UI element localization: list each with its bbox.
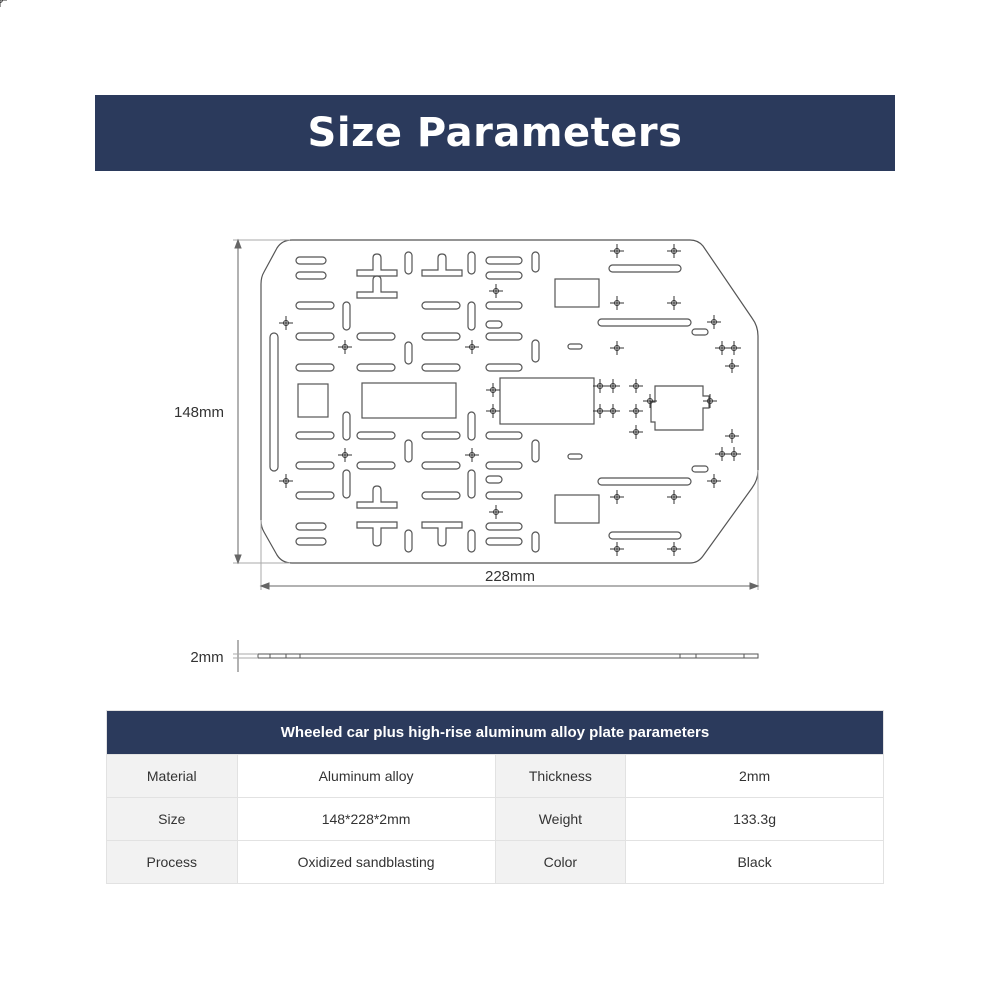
table-row: Size 148*228*2mm Weight 133.3g (106, 797, 884, 841)
row-value: 2mm (625, 754, 884, 798)
title-banner: Size Parameters (95, 95, 895, 171)
table-caption: Wheeled car plus high-rise aluminum allo… (106, 710, 884, 755)
parameters-table: Wheeled car plus high-rise aluminum allo… (106, 710, 884, 884)
height-dimension-label: 148mm (174, 404, 224, 421)
mounting-holes (278, 243, 742, 557)
table-row: Material Aluminum alloy Thickness 2mm (106, 754, 884, 798)
row-value: Oxidized sandblasting (236, 840, 496, 884)
row-label: Material (106, 754, 238, 798)
page-title: Size Parameters (307, 110, 683, 156)
side-profile (233, 640, 759, 672)
row-label: Size (106, 797, 238, 841)
table-row: Process Oxidized sandblasting Color Blac… (106, 840, 884, 884)
row-label: Process (106, 840, 238, 884)
row-label: Weight (494, 797, 627, 841)
row-value: Aluminum alloy (236, 754, 496, 798)
plate-outline (260, 239, 759, 564)
row-value: 148*228*2mm (236, 797, 496, 841)
row-label: Color (494, 840, 627, 884)
row-value: Black (625, 840, 884, 884)
row-value: 133.3g (625, 797, 884, 841)
row-label: Thickness (494, 754, 627, 798)
thickness-dimension-label: 2mm (190, 649, 223, 666)
width-dimension-label: 228mm (485, 568, 535, 585)
